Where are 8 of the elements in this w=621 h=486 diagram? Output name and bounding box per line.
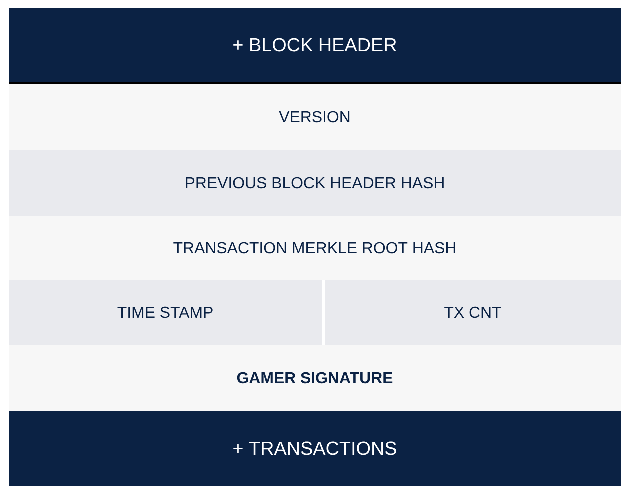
field-row: TRANSACTION MERKLE ROOT HASH (9, 216, 621, 280)
field-row: VERSION (9, 84, 621, 150)
field-row: PREVIOUS BLOCK HEADER HASH (9, 150, 621, 216)
signature-row: GAMER SIGNATURE (9, 345, 621, 411)
header-band: + BLOCK HEADER (9, 8, 621, 82)
field-cell: TX CNT (325, 280, 621, 345)
field-cell: TIME STAMP (9, 280, 322, 345)
transactions-band: + TRANSACTIONS (9, 411, 621, 486)
